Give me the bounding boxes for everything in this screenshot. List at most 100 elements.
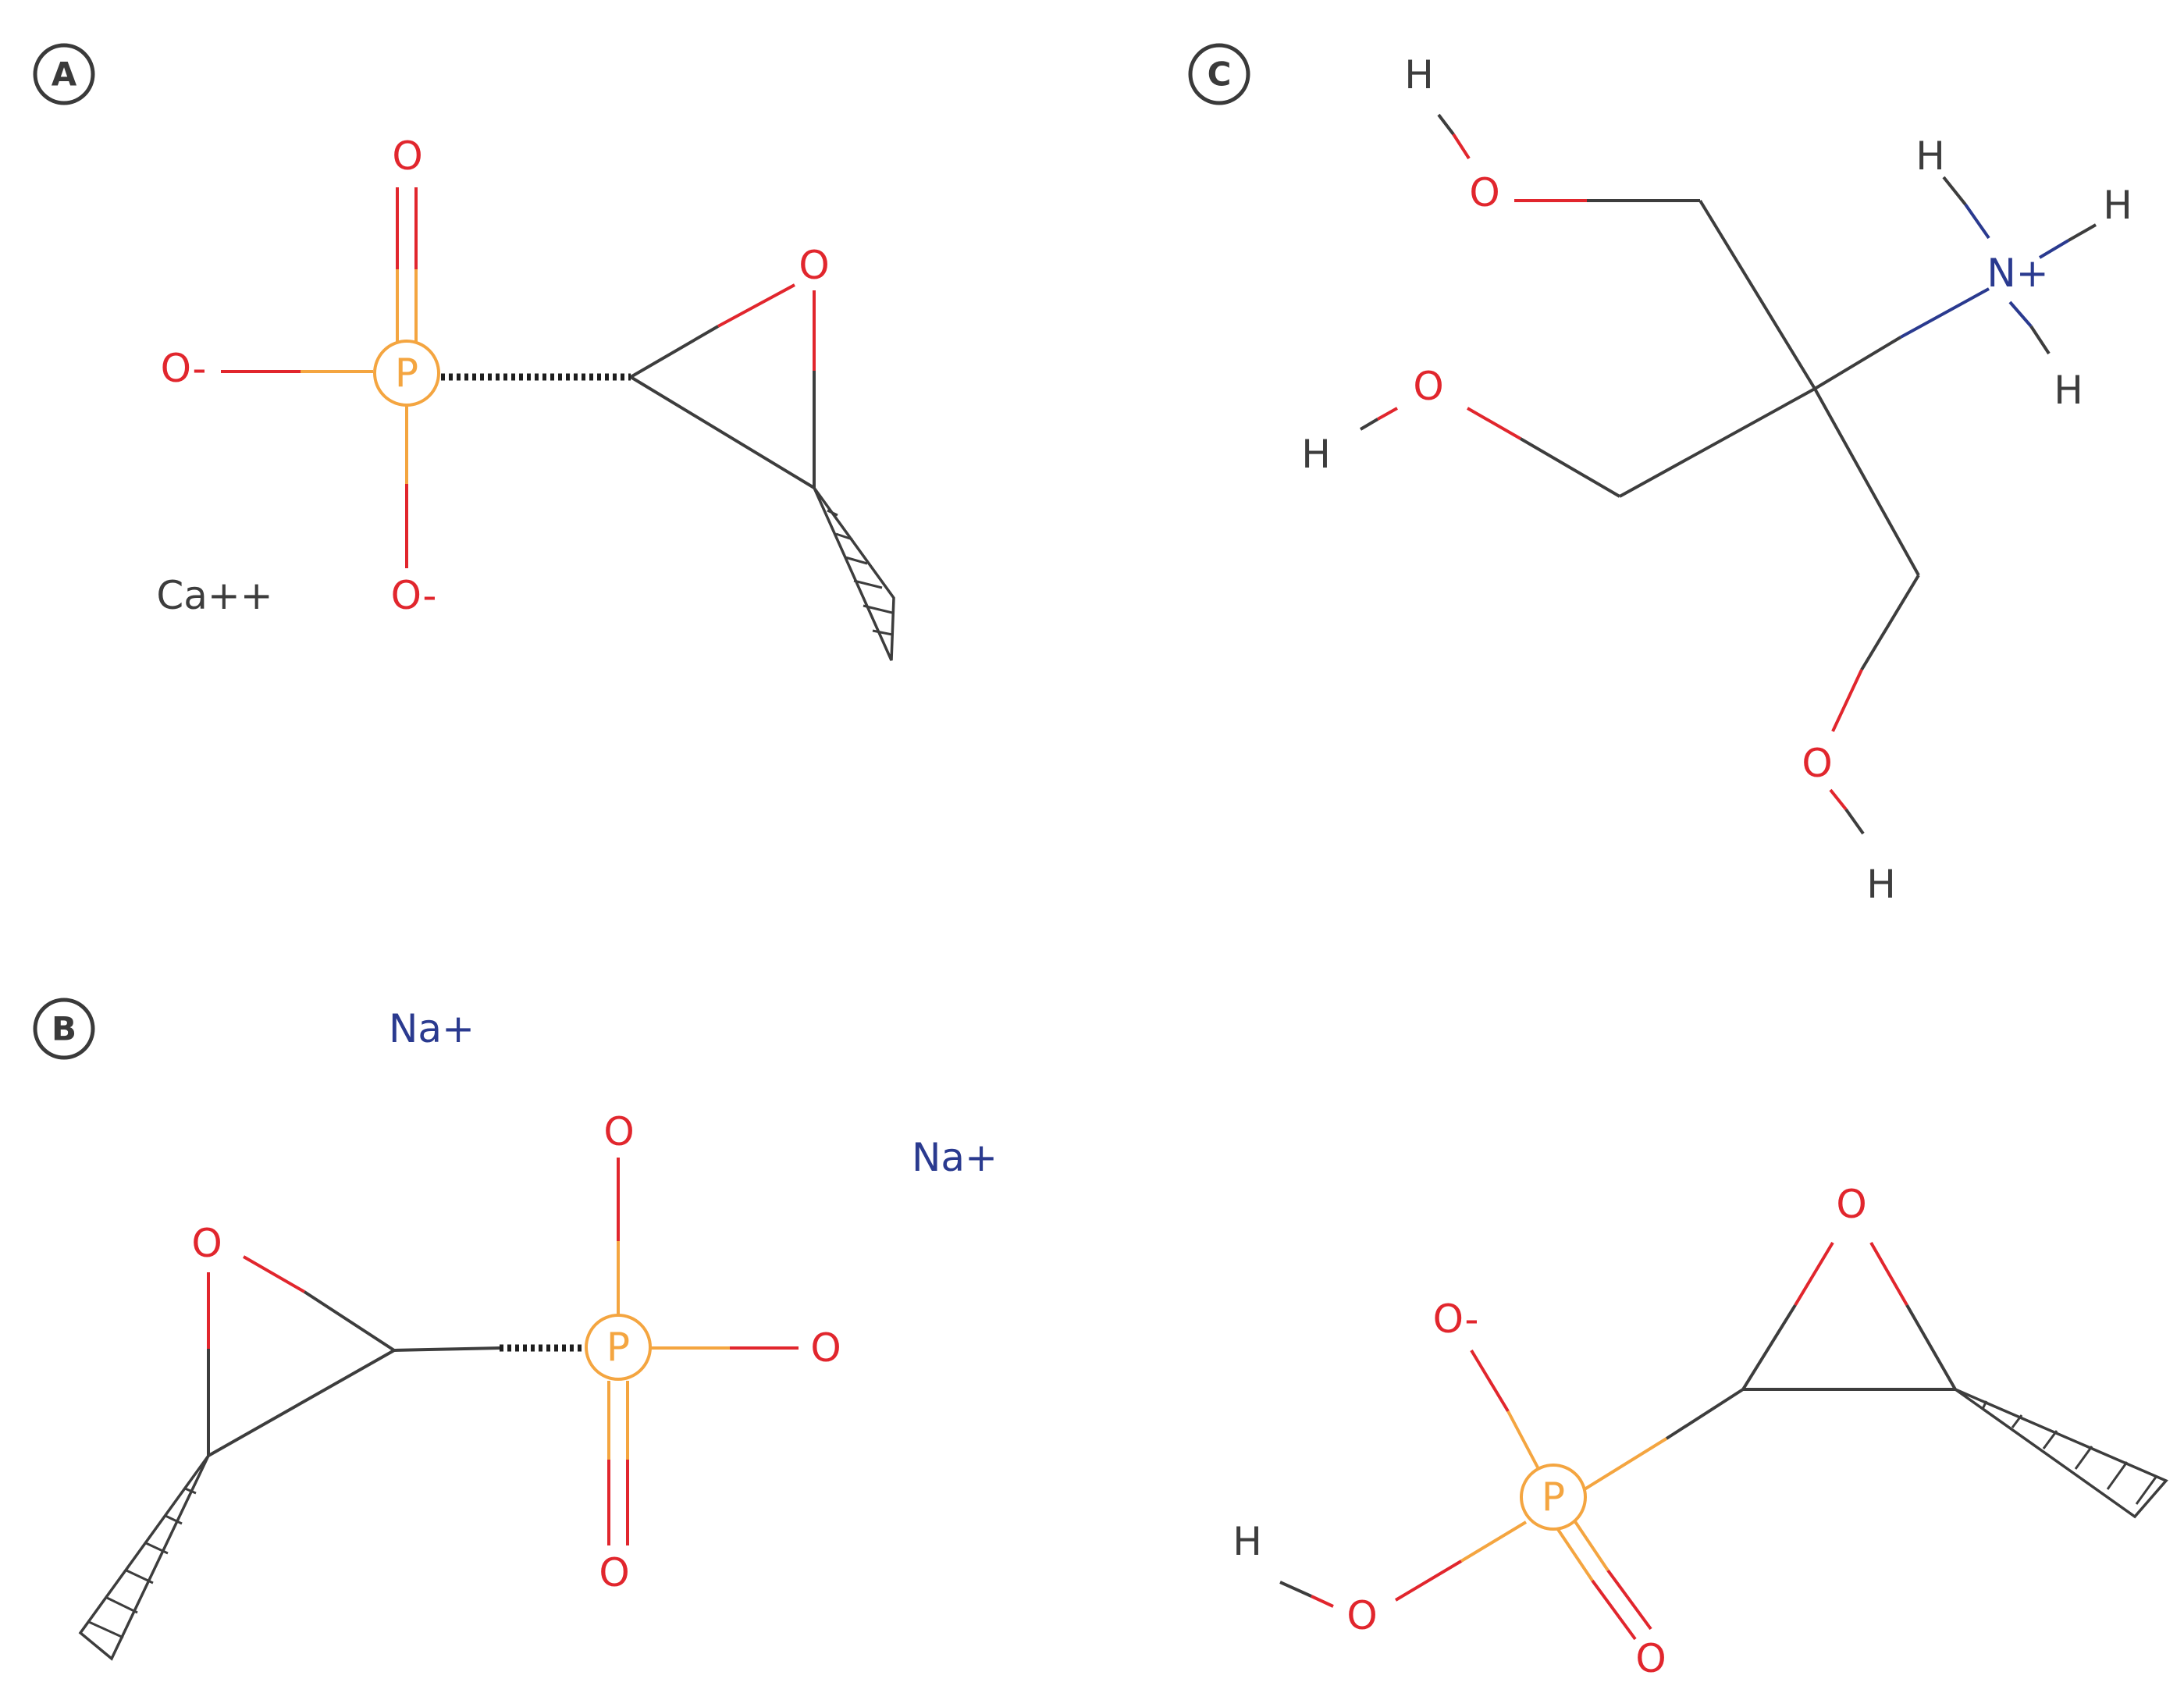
bond-c-ch2-left-center xyxy=(1619,387,1816,498)
atom-c-ammonium: N+ xyxy=(1987,251,2048,296)
atom-b-oxygen-bottom: O xyxy=(599,1550,629,1595)
wedge-a-hatch-6 xyxy=(872,629,893,636)
bond-c-ch2-bottom-o-black xyxy=(1860,574,1920,671)
molecule-a-bonds xyxy=(221,187,895,661)
atom-c-h-left: H xyxy=(1301,432,1331,477)
panel-a-label: A xyxy=(52,55,77,94)
atom-b-counterion-1: Na+ xyxy=(389,1006,475,1051)
bond-c-n-h1-blue xyxy=(1964,203,1990,240)
wedge-a-hatch-4 xyxy=(853,579,883,589)
bond-cf-c1-o-red xyxy=(1794,1241,1834,1307)
bond-cf-o-h-red xyxy=(1311,1595,1334,1608)
atom-b-ring-oxygen: O xyxy=(191,1221,222,1266)
atom-b-oxygen-top: O xyxy=(603,1109,634,1154)
atom-c-nh-2: H xyxy=(2103,183,2132,228)
bond-a-methyl-wedge xyxy=(813,486,895,661)
atom-cf-phosphorus-ring xyxy=(1520,1464,1587,1531)
atom-a-phosphorus: P xyxy=(395,350,418,396)
bond-c-n-h3-blue xyxy=(2008,301,2033,328)
bond-cf-po-minus-red xyxy=(1470,1349,1510,1413)
atom-b-oxygen-right: O xyxy=(810,1325,841,1371)
bond-c-o-ch2-left-red xyxy=(1467,407,1521,440)
atom-c-h-top: H xyxy=(1404,52,1434,98)
molecule-c-fosfomycin-bonds xyxy=(1279,1241,2168,1641)
atom-cf-oxo-oxygen: O xyxy=(1635,1636,1666,1681)
atom-cf-hydroxyl-o: O xyxy=(1346,1593,1377,1638)
wedge-b-hatch-5 xyxy=(106,1596,138,1614)
bond-cf-cp-orange xyxy=(1583,1437,1668,1491)
bond-c-h-o-left-black xyxy=(1359,418,1379,431)
wedge-a-hatch-5 xyxy=(863,604,893,614)
atom-c-nh-3: H xyxy=(2054,368,2083,413)
bond-c-center-n-blue xyxy=(1900,287,1990,339)
atom-cf-phosphorus: P xyxy=(1542,1474,1565,1520)
wedge-cf-hatch-4 xyxy=(2074,1446,2093,1470)
atom-a-oxo-oxygen: O xyxy=(392,133,422,179)
atom-a-oxide-bottom: O- xyxy=(391,573,437,618)
molecule-b-bonds xyxy=(78,1158,799,1661)
wedge-a-hatch-3 xyxy=(845,556,868,565)
bond-cf-o-h-black xyxy=(1279,1581,1312,1598)
bond-c-o-ch2-left-black xyxy=(1519,437,1621,498)
atom-a-phosphorus-ring xyxy=(373,340,440,407)
atom-c-o-top: O xyxy=(1469,170,1499,215)
bond-cf-o-c2-red xyxy=(1869,1242,1908,1306)
atom-a-counterion: Ca++ xyxy=(156,573,272,618)
bond-c-ch2-bottom-o-red xyxy=(1831,669,1863,732)
panel-c-badge: C xyxy=(1188,43,1250,105)
bond-b-o-c1-red xyxy=(243,1255,305,1293)
wedge-cf-hatch-5 xyxy=(2106,1461,2129,1490)
wedge-b-hatch-4 xyxy=(126,1569,154,1585)
panel-b-badge-circle xyxy=(33,998,95,1060)
bond-c-n-h2-blue xyxy=(2038,239,2070,259)
panel-c: C xyxy=(1188,43,2168,1681)
panel-a: A xyxy=(33,43,895,661)
wedge-cf-hatch-1 xyxy=(1981,1400,1988,1410)
bond-c-center-n-black xyxy=(1813,336,1902,390)
atom-b-phosphorus-ring xyxy=(585,1314,652,1381)
panel-b-label: B xyxy=(52,1010,76,1048)
molecule-c-fosfomycin-atoms: P O O- H O O xyxy=(1233,1182,1866,1681)
wedge-b-hatch-2 xyxy=(165,1514,183,1525)
atom-cf-oxide: O- xyxy=(1433,1296,1479,1342)
wedge-b-hatch-3 xyxy=(145,1542,169,1555)
atom-b-counterion-2: Na+ xyxy=(912,1135,998,1180)
wedge-b-hatch-1 xyxy=(184,1487,197,1495)
bond-c-h-o-top-red xyxy=(1452,133,1471,160)
panel-a-badge: A xyxy=(33,43,95,105)
bond-c-n-h2-black xyxy=(2068,223,2097,242)
bond-cf-cp-black xyxy=(1665,1388,1745,1440)
wedge-cf-hatch-6 xyxy=(2135,1475,2158,1505)
bond-c-o-h-bottom-red xyxy=(1829,788,1848,811)
molecule-c-tris-bonds xyxy=(1359,113,2097,835)
molecule-a-atoms: P O O- O- O Ca++ xyxy=(156,133,829,618)
panel-b-badge: B xyxy=(33,998,95,1060)
panel-c-badge-circle xyxy=(1188,43,1250,105)
atom-b-phosphorus: P xyxy=(606,1325,630,1370)
bond-c-n-h3-black xyxy=(2029,325,2051,355)
bond-cf-po-double-orange-2 xyxy=(1571,1517,1610,1572)
bond-a-c1-o-red xyxy=(717,283,795,328)
atom-a-oxide-left: O- xyxy=(161,346,207,391)
bond-a-c1-c2 xyxy=(629,375,816,489)
atom-c-o-bottom: O xyxy=(1802,741,1832,786)
atom-cf-ring-oxygen: O xyxy=(1836,1182,1866,1227)
bond-cf-c1-o-black xyxy=(1741,1304,1797,1391)
bond-b-cp-plain xyxy=(393,1346,500,1352)
panel-a-badge-circle xyxy=(33,43,95,105)
bond-cf-methyl-wedge xyxy=(1954,1388,2168,1519)
molecule-b-atoms: P O O O O Na+ Na+ xyxy=(191,1006,998,1595)
bond-cf-po-double-red-2 xyxy=(1606,1569,1652,1631)
molecule-c-tris-atoms: H O H O N+ H H H O H xyxy=(1301,52,2132,907)
atom-cf-hydroxyl-h: H xyxy=(1233,1519,1262,1564)
bond-c-n-h1-black xyxy=(1942,176,1967,206)
atom-c-h-bottom: H xyxy=(1866,862,1896,907)
bond-c-o-h-bottom-black xyxy=(1844,808,1865,835)
bond-cf-o-c2-black xyxy=(1905,1304,1957,1390)
bond-cf-po-double-orange-1 xyxy=(1556,1527,1594,1582)
bond-cf-po-double-red-1 xyxy=(1591,1579,1637,1641)
bond-b-c1-c2 xyxy=(208,1349,395,1457)
bond-b-o-c1-black xyxy=(303,1290,396,1352)
bond-c-center-ch2-bottom xyxy=(1813,388,1920,576)
